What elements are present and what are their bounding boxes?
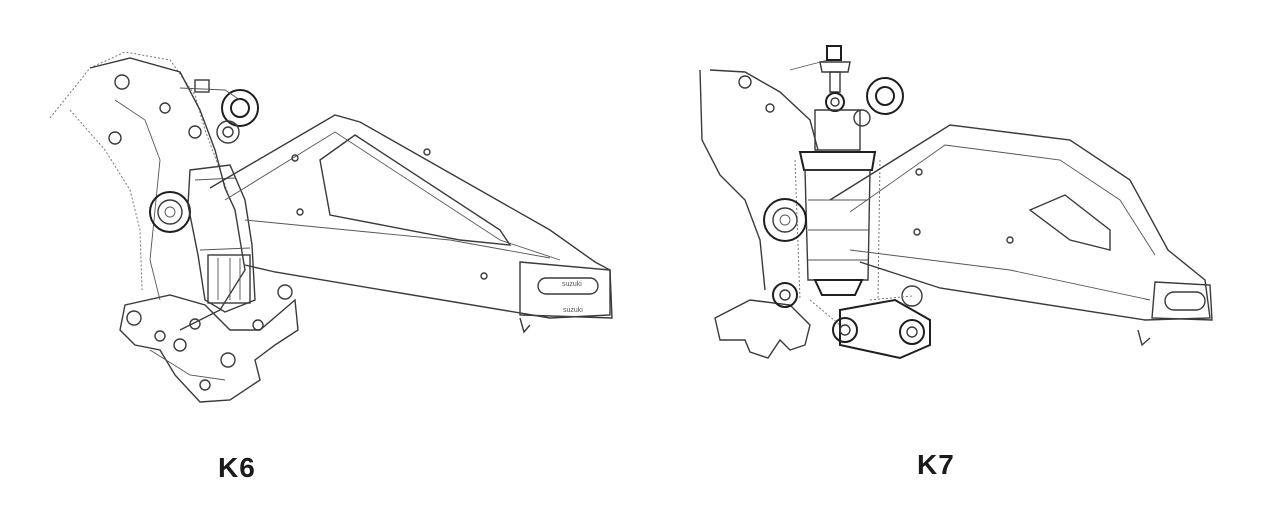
k6-shock-absorber [187, 164, 256, 313]
k7-shock-absorber [794, 109, 881, 301]
k6-swingarm [209, 114, 611, 319]
k7-axle-slot [1137, 281, 1213, 347]
k6-frame-spar [49, 51, 246, 331]
k6-drawing-svg: suzuki suzuki [49, 51, 613, 403]
k6-swingarm-frame-drawing: suzuki suzuki [30, 0, 650, 521]
k7-linkage [714, 282, 931, 360]
k7-pivot-boss [763, 198, 807, 242]
k6-shock-top-mount [179, 79, 259, 144]
k7-frame-spar [699, 59, 829, 291]
k6-label: K6 [218, 452, 256, 483]
k7-shock-top-mount [819, 45, 904, 127]
k6-stamp-1: suzuki [562, 281, 582, 288]
k6-stamp-2: suzuki [563, 307, 583, 314]
k7-swingarm [829, 124, 1211, 321]
k6-pivot-boss [149, 191, 191, 233]
k6-linkage-bracket [119, 284, 299, 403]
k7-label: K7 [917, 449, 955, 480]
k7-drawing-svg [699, 45, 1213, 360]
k6-axle-slot: suzuki suzuki [519, 261, 613, 334]
k7-swingarm-frame-drawing [690, 0, 1270, 521]
